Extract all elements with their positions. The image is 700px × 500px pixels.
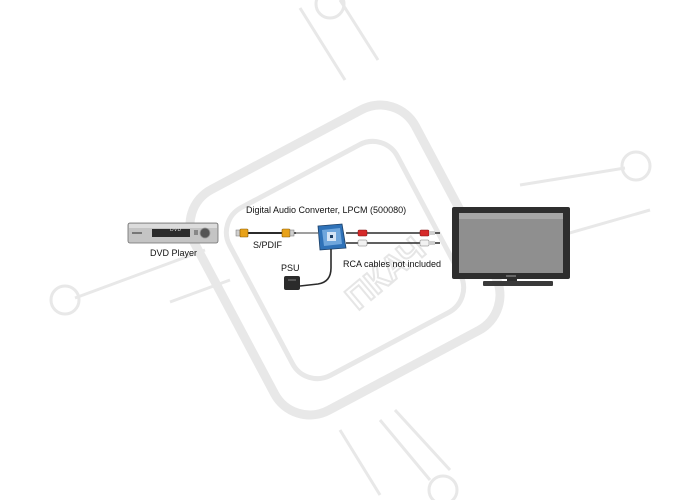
watermark xyxy=(185,100,505,420)
rca-note-label: RCA cables not included xyxy=(343,259,442,269)
psu-adapter-icon xyxy=(284,249,332,290)
spdif-label: S/PDIF xyxy=(253,240,283,250)
diagram-title: Digital Audio Converter, LPCM (500080) xyxy=(246,205,407,215)
psu-label: PSU xyxy=(281,263,300,273)
dvd-display-text: DVD xyxy=(170,227,182,233)
spdif-cable xyxy=(235,228,318,238)
dvd-player-icon xyxy=(127,222,219,244)
rca-cables xyxy=(346,229,440,247)
television-icon xyxy=(452,207,570,286)
converter-box-icon xyxy=(317,223,347,251)
dvd-player-label: DVD Player xyxy=(150,248,198,258)
